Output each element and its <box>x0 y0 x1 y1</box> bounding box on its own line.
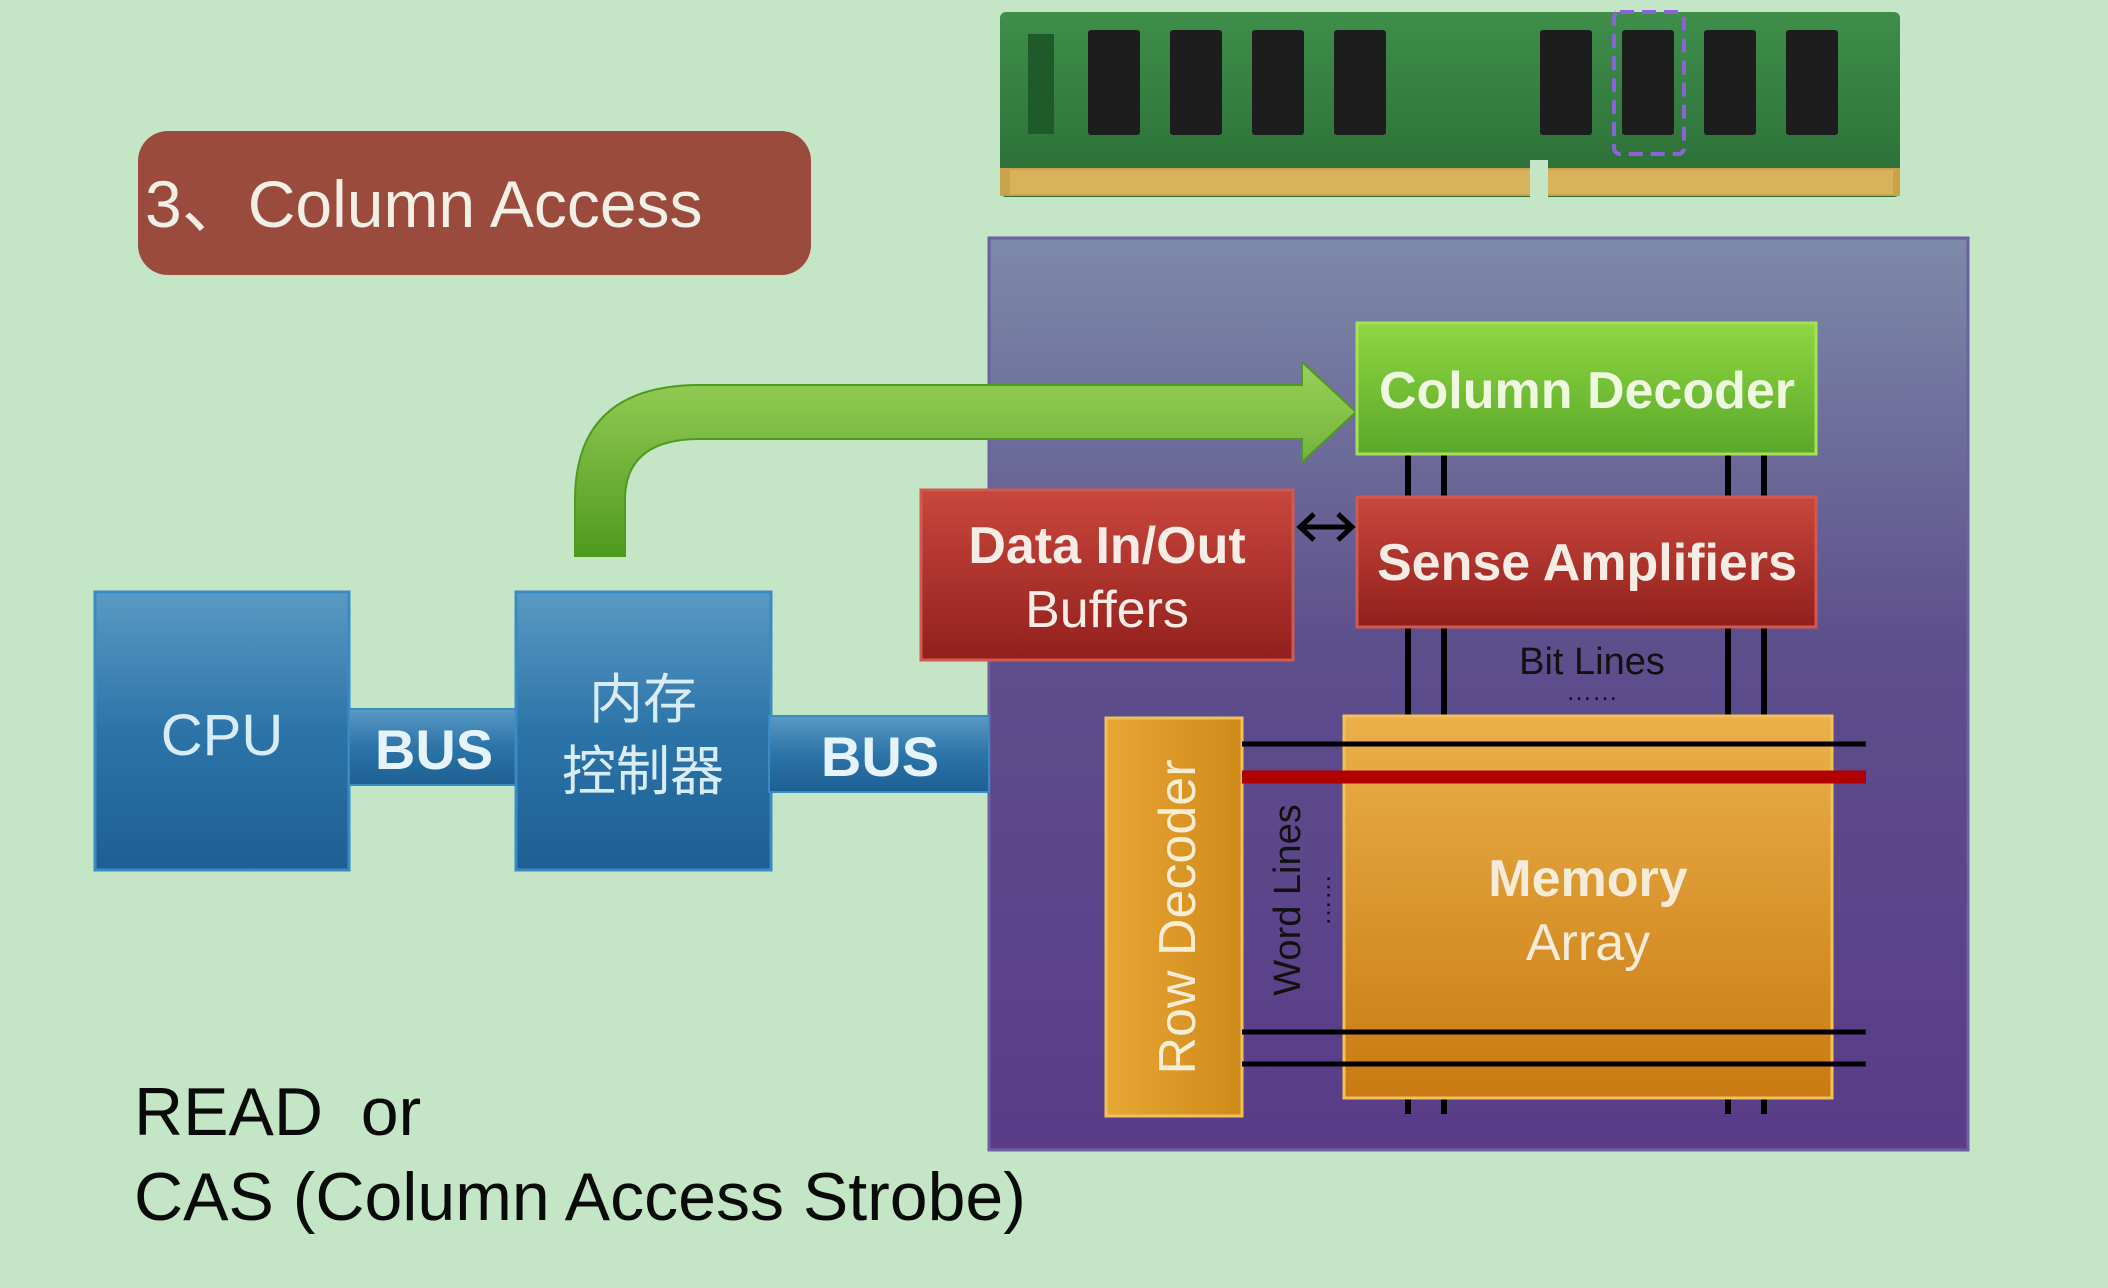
green-arrow-icon <box>574 359 1358 557</box>
slide-title: 3、Column Access <box>145 167 703 241</box>
bit-lines-dots: …… <box>1566 676 1618 706</box>
row-decoder-label: Row Decoder <box>1149 759 1207 1074</box>
sense-amplifiers-label: Sense Amplifiers <box>1377 534 1797 592</box>
memory-controller-box: 内存 控制器 <box>514 590 773 872</box>
caption-line1: READ or <box>134 1074 421 1150</box>
controller-label-line1: 内存 <box>589 670 697 730</box>
controller-label-line2: 控制器 <box>562 742 724 802</box>
word-lines <box>1242 741 1866 1067</box>
ram-module-image <box>1000 10 1900 198</box>
bus-left: BUS <box>348 708 520 786</box>
double-arrow-icon <box>1296 512 1356 542</box>
title-box: 3、Column Access <box>138 131 811 275</box>
memory-array-label-line2: Array <box>1526 914 1650 972</box>
sense-amplifiers-box: Sense Amplifiers <box>1355 495 1818 629</box>
data-buffers-label-line1: Data In/Out <box>968 517 1245 575</box>
memory-array-label-line1: Memory <box>1488 850 1687 908</box>
word-lines-label: Word Lines <box>1267 804 1309 996</box>
column-decoder-label: Column Decoder <box>1379 362 1795 420</box>
data-buffers-box: Data In/Out Buffers <box>919 488 1295 662</box>
cpu-label: CPU <box>161 703 283 768</box>
row-decoder-box: Row Decoder <box>1104 716 1244 1118</box>
bit-lines-label: Bit Lines <box>1519 641 1665 683</box>
data-buffers-label-line2: Buffers <box>1025 581 1189 639</box>
bus-right-label: BUS <box>821 725 939 788</box>
column-decoder-box: Column Decoder <box>1355 321 1818 456</box>
word-lines-dots: …… <box>1306 874 1336 926</box>
bus-right: BUS <box>768 715 990 793</box>
cpu-box: CPU <box>93 590 351 872</box>
caption-line2: CAS (Column Access Strobe) <box>134 1159 1026 1235</box>
bus-left-label: BUS <box>375 718 493 781</box>
